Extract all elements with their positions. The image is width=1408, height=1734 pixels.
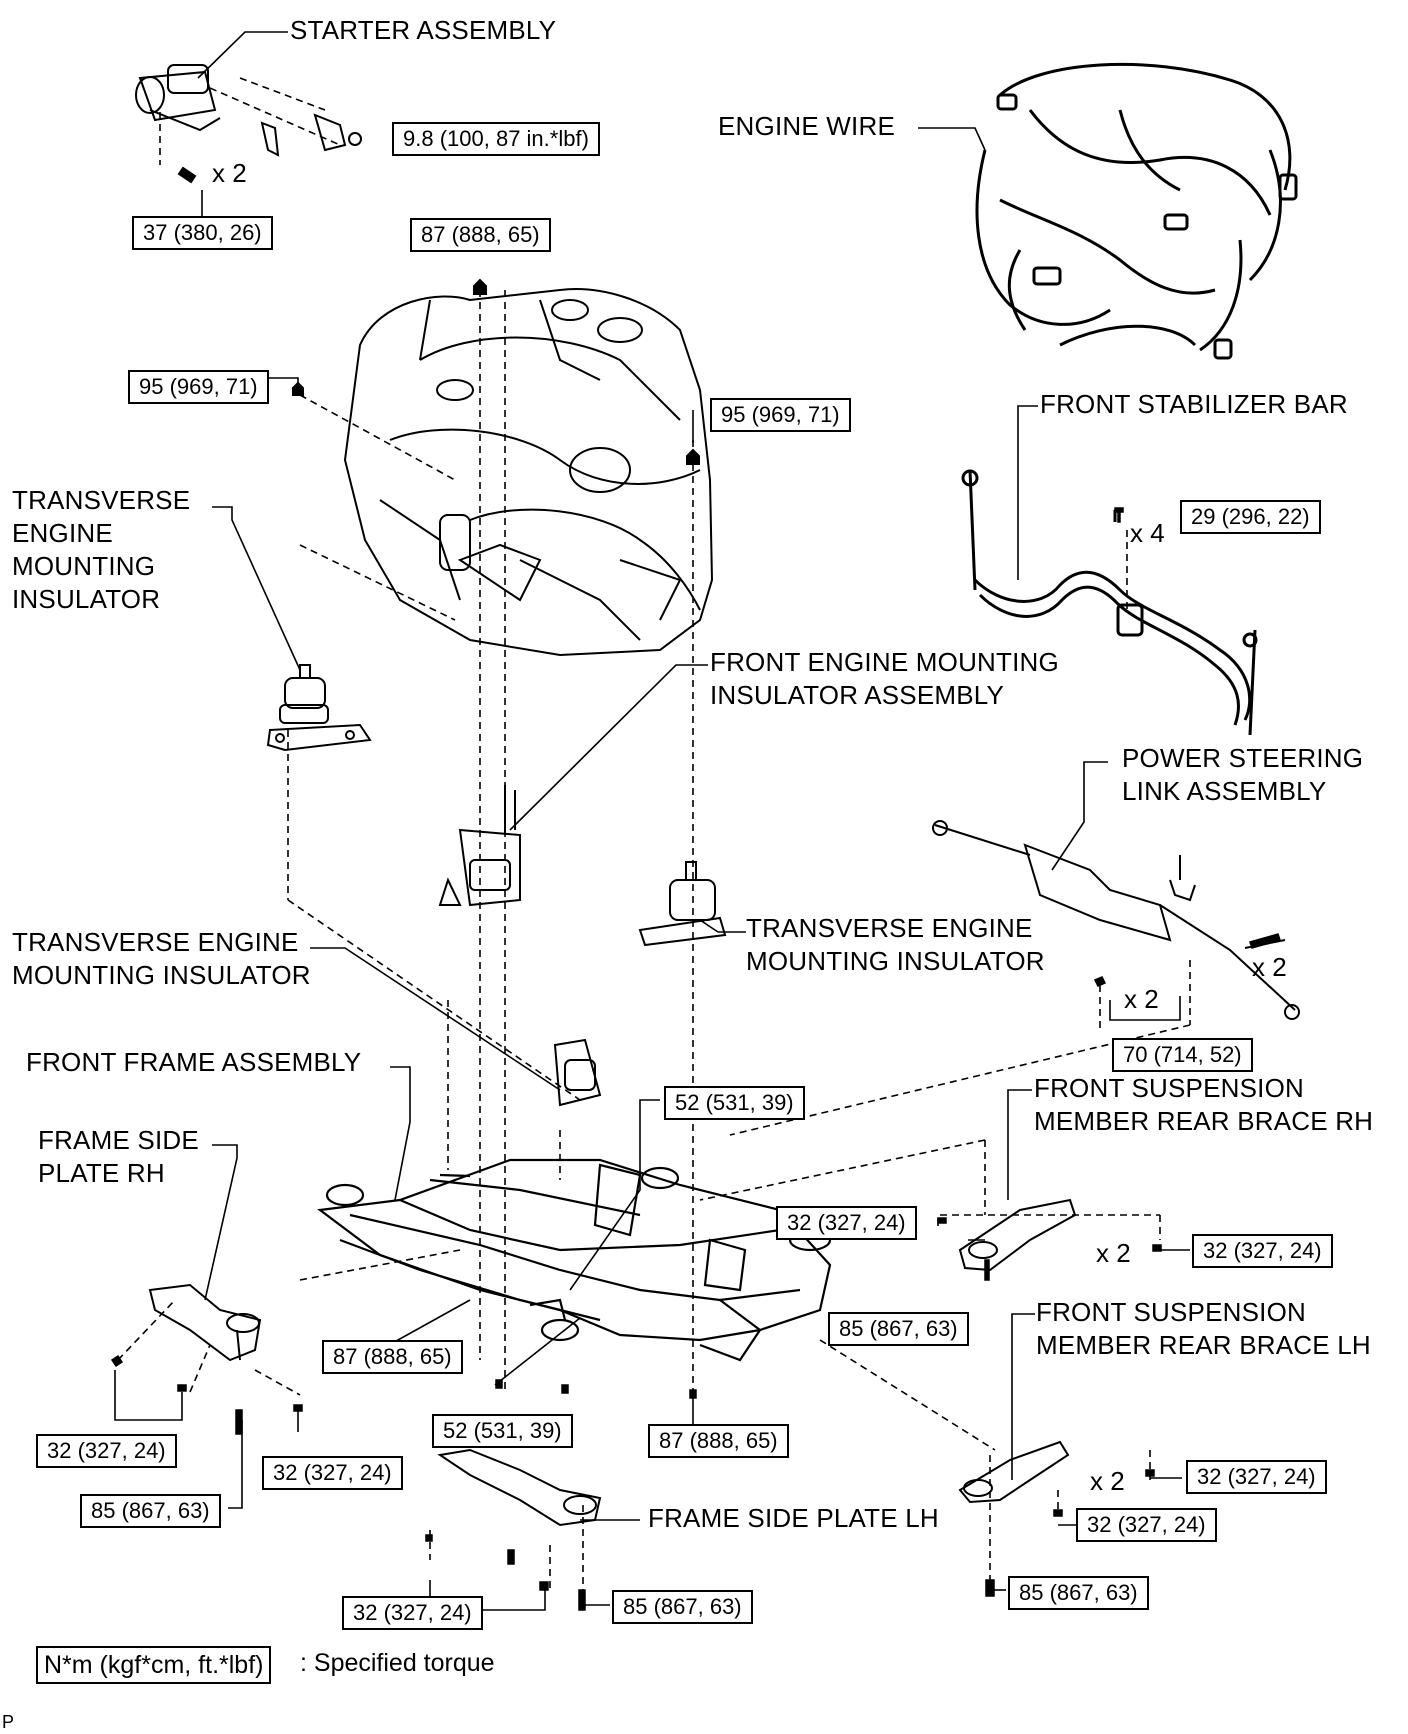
label-brace-rh: FRONT SUSPENSION MEMBER REAR BRACE RH [1034, 1072, 1373, 1138]
label-line: INSULATOR [12, 584, 161, 614]
legend-torque-unit: N*m (kgf*cm, ft.*lbf) [36, 1646, 272, 1684]
label-line: FRAME SIDE [38, 1125, 199, 1155]
label-front-frame-assembly: FRONT FRAME ASSEMBLY [26, 1047, 362, 1077]
label-line: FRONT SUSPENSION [1036, 1297, 1306, 1327]
label-line: TRANSVERSE [12, 485, 191, 515]
label-transverse-insulator-mid: TRANSVERSE ENGINE MOUNTING INSULATOR [746, 912, 1045, 978]
qty-stabilizer: x 4 [1130, 518, 1165, 548]
label-line: LINK ASSEMBLY [1122, 776, 1327, 806]
label-line: FRONT ENGINE MOUNTING [710, 647, 1059, 677]
torque-rh-plate-big: 85 (867, 63) [80, 1494, 221, 1528]
torque-steering: 70 (714, 52) [1112, 1038, 1253, 1072]
torque-frame-left-bolt: 87 (888, 65) [322, 1340, 463, 1374]
transverse-insulator-lower-drawing [553, 1038, 602, 1107]
label-power-steering-link: POWER STEERING LINK ASSEMBLY [1122, 742, 1363, 808]
label-line: FRONT SUSPENSION [1034, 1073, 1304, 1103]
torque-engine-left: 95 (969, 71) [128, 370, 269, 404]
starter-assembly-drawing [135, 64, 362, 184]
qty-brace-rh: x 2 [1096, 1238, 1131, 1268]
label-front-stabilizer-bar: FRONT STABILIZER BAR [1040, 389, 1348, 419]
label-line: MOUNTING INSULATOR [12, 960, 311, 990]
label-frame-side-plate-rh: FRAME SIDE PLATE RH [38, 1124, 199, 1190]
front-mount-drawing [438, 785, 521, 907]
torque-frame-center: 52 (531, 39) [664, 1086, 805, 1120]
torque-stabilizer: 29 (296, 22) [1180, 500, 1321, 534]
torque-lh-plate-bolts: 32 (327, 24) [342, 1596, 483, 1630]
torque-engine-top: 87 (888, 65) [410, 218, 551, 252]
qty-steering-nut: x 2 [1124, 984, 1159, 1014]
label-transverse-insulator-lh: TRANSVERSE ENGINE MOUNTING INSULATOR [12, 484, 190, 616]
qty-steering-bolt: x 2 [1252, 952, 1287, 982]
label-line: MOUNTING INSULATOR [746, 946, 1045, 976]
torque-brace-rh-nut: 32 (327, 24) [776, 1206, 917, 1240]
label-transverse-insulator-left: TRANSVERSE ENGINE MOUNTING INSULATOR [12, 926, 311, 992]
label-line: TRANSVERSE ENGINE [12, 927, 299, 957]
torque-frame-bolt: 85 (867, 63) [828, 1312, 969, 1346]
torque-frame-bottom-right: 87 (888, 65) [648, 1424, 789, 1458]
torque-rh-plate-nut: 32 (327, 24) [262, 1456, 403, 1490]
transverse-insulator-lh-drawing [266, 664, 372, 752]
label-line: MOUNTING [12, 551, 156, 581]
frame-plate-lh-drawing [437, 1448, 602, 1527]
label-line: PLATE RH [38, 1158, 165, 1188]
qty-brace-lh: x 2 [1090, 1466, 1125, 1496]
qty-starter: x 2 [212, 158, 247, 188]
torque-engine-right: 95 (969, 71) [710, 398, 851, 432]
label-frame-side-plate-lh: FRAME SIDE PLATE LH [648, 1503, 939, 1533]
torque-rh-plate-bolts: 32 (327, 24) [36, 1434, 177, 1468]
dashed-guides [117, 77, 1191, 1605]
label-line: INSULATOR ASSEMBLY [710, 680, 1005, 710]
engine-drawing [292, 278, 714, 657]
torque-starter-bolt: 37 (380, 26) [132, 216, 273, 250]
front-frame-drawing [317, 1158, 832, 1362]
fasteners [110, 507, 1281, 1611]
leader-lines [114, 31, 1190, 1611]
label-front-engine-mount: FRONT ENGINE MOUNTING INSULATOR ASSEMBLY [710, 646, 1059, 712]
label-brace-lh: FRONT SUSPENSION MEMBER REAR BRACE LH [1036, 1296, 1371, 1362]
label-engine-wire: ENGINE WIRE [718, 111, 895, 141]
legend-text: : Specified torque [300, 1649, 495, 1677]
torque-brace-lh-nut: 32 (327, 24) [1076, 1508, 1217, 1542]
label-line: MEMBER REAR BRACE LH [1036, 1330, 1371, 1360]
torque-lh-plate-big: 85 (867, 63) [612, 1590, 753, 1624]
brace-lh-drawing [958, 1440, 1070, 1504]
label-starter-assembly: STARTER ASSEMBLY [290, 15, 557, 45]
transverse-insulator-mid-drawing [638, 861, 727, 947]
torque-brace-lh-bolt: 32 (327, 24) [1186, 1460, 1327, 1494]
label-line: POWER STEERING [1122, 743, 1364, 773]
brace-rh-drawing [958, 1198, 1077, 1272]
label-line: ENGINE [12, 518, 113, 548]
stabilizer-bar-drawing [961, 469, 1258, 736]
torque-brace-rh-bolt: 32 (327, 24) [1192, 1234, 1333, 1268]
torque-brace-lh-big: 85 (867, 63) [1008, 1576, 1149, 1610]
figure-code: P [2, 1712, 15, 1732]
label-line: TRANSVERSE ENGINE [746, 913, 1033, 943]
frame-plate-rh-drawing [148, 1283, 262, 1362]
torque-frame-bottom-nut: 52 (531, 39) [432, 1414, 573, 1448]
torque-starter-nut: 9.8 (100, 87 in.*lbf) [392, 122, 600, 156]
label-line: MEMBER REAR BRACE RH [1034, 1106, 1374, 1136]
engine-wire-drawing [975, 62, 1298, 360]
